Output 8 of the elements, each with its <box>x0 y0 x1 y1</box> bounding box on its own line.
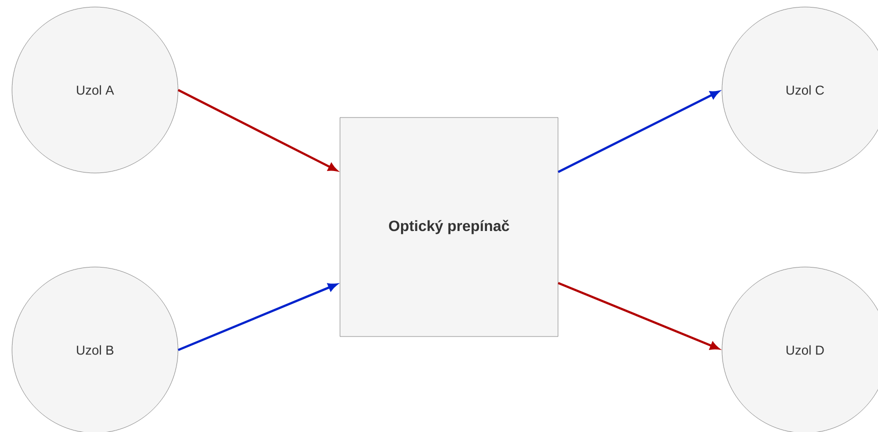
arrow <box>558 282 720 350</box>
arrow <box>178 283 338 352</box>
circle-node: Uzol A <box>12 6 178 174</box>
circle-node: Uzol C <box>722 6 878 174</box>
circle-node: Uzol D <box>722 266 878 432</box>
process-box: Optický prepínač <box>340 117 558 337</box>
arrow <box>178 89 338 172</box>
arrow <box>558 90 720 173</box>
